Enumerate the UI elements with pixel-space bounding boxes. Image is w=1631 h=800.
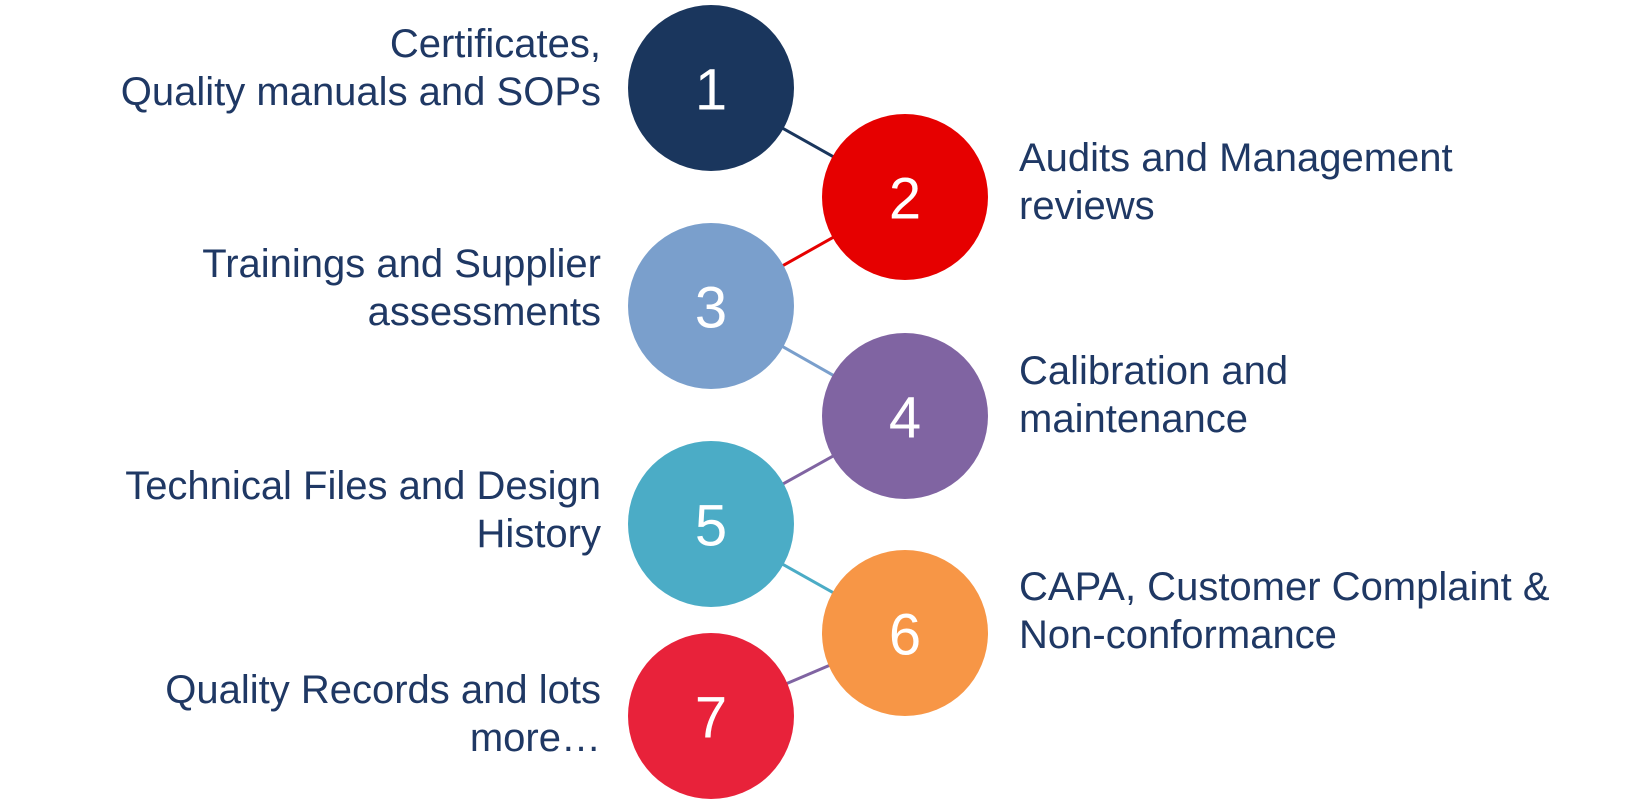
label-line: more… — [469, 716, 601, 760]
step-number: 1 — [695, 58, 727, 123]
label-line: Quality manuals and SOPs — [120, 70, 601, 114]
step-6-circle: 6 — [822, 550, 988, 716]
step-circle-shape — [628, 633, 794, 799]
label-line: Technical Files and Design — [125, 464, 601, 508]
label-line: Quality Records and lots — [165, 668, 601, 712]
step-number: 4 — [889, 386, 921, 451]
step-circle-shape — [822, 333, 988, 499]
connector-line-2-3 — [779, 234, 837, 269]
step-circle-shape — [628, 223, 794, 389]
step-3-circle: 3 — [628, 223, 794, 389]
step-1-label: Certificates,Quality manuals and SOPs — [121, 20, 601, 116]
label-line: CAPA, Customer Complaint & — [1019, 565, 1550, 609]
step-circle-shape — [628, 5, 794, 171]
step-5-circle: 5 — [628, 441, 794, 607]
step-2-circle: 2 — [822, 114, 988, 280]
step-circle-shape — [822, 114, 988, 280]
step-7-circle: 7 — [628, 633, 794, 799]
step-circle-shape — [628, 441, 794, 607]
step-circle-shape — [822, 550, 988, 716]
label-line: Calibration and — [1019, 349, 1289, 393]
connector-line-1-2 — [779, 125, 837, 160]
label-line: assessments — [367, 290, 601, 334]
step-number: 3 — [695, 276, 727, 341]
step-number: 6 — [889, 603, 921, 668]
label-line: Trainings and Supplier — [202, 242, 601, 286]
step-1-circle: 1 — [628, 5, 794, 171]
label-line: Certificates, — [389, 22, 601, 66]
step-number: 5 — [695, 494, 727, 559]
connector-line-5-6 — [779, 561, 837, 596]
connector-line-6-7 — [783, 662, 833, 687]
label-line: Audits and Management — [1019, 136, 1453, 180]
step-number: 7 — [695, 686, 727, 751]
step-number: 2 — [889, 167, 921, 232]
connector-line-3-4 — [778, 343, 838, 379]
label-line: reviews — [1019, 184, 1155, 228]
label-line: History — [476, 512, 601, 556]
label-line: maintenance — [1019, 397, 1249, 441]
connector-line-4-5 — [779, 453, 837, 487]
step-6-label: CAPA, Customer Complaint &Non-conformanc… — [1019, 563, 1550, 659]
step-4-circle: 4 — [822, 333, 988, 499]
label-line: Non-conformance — [1019, 613, 1337, 657]
